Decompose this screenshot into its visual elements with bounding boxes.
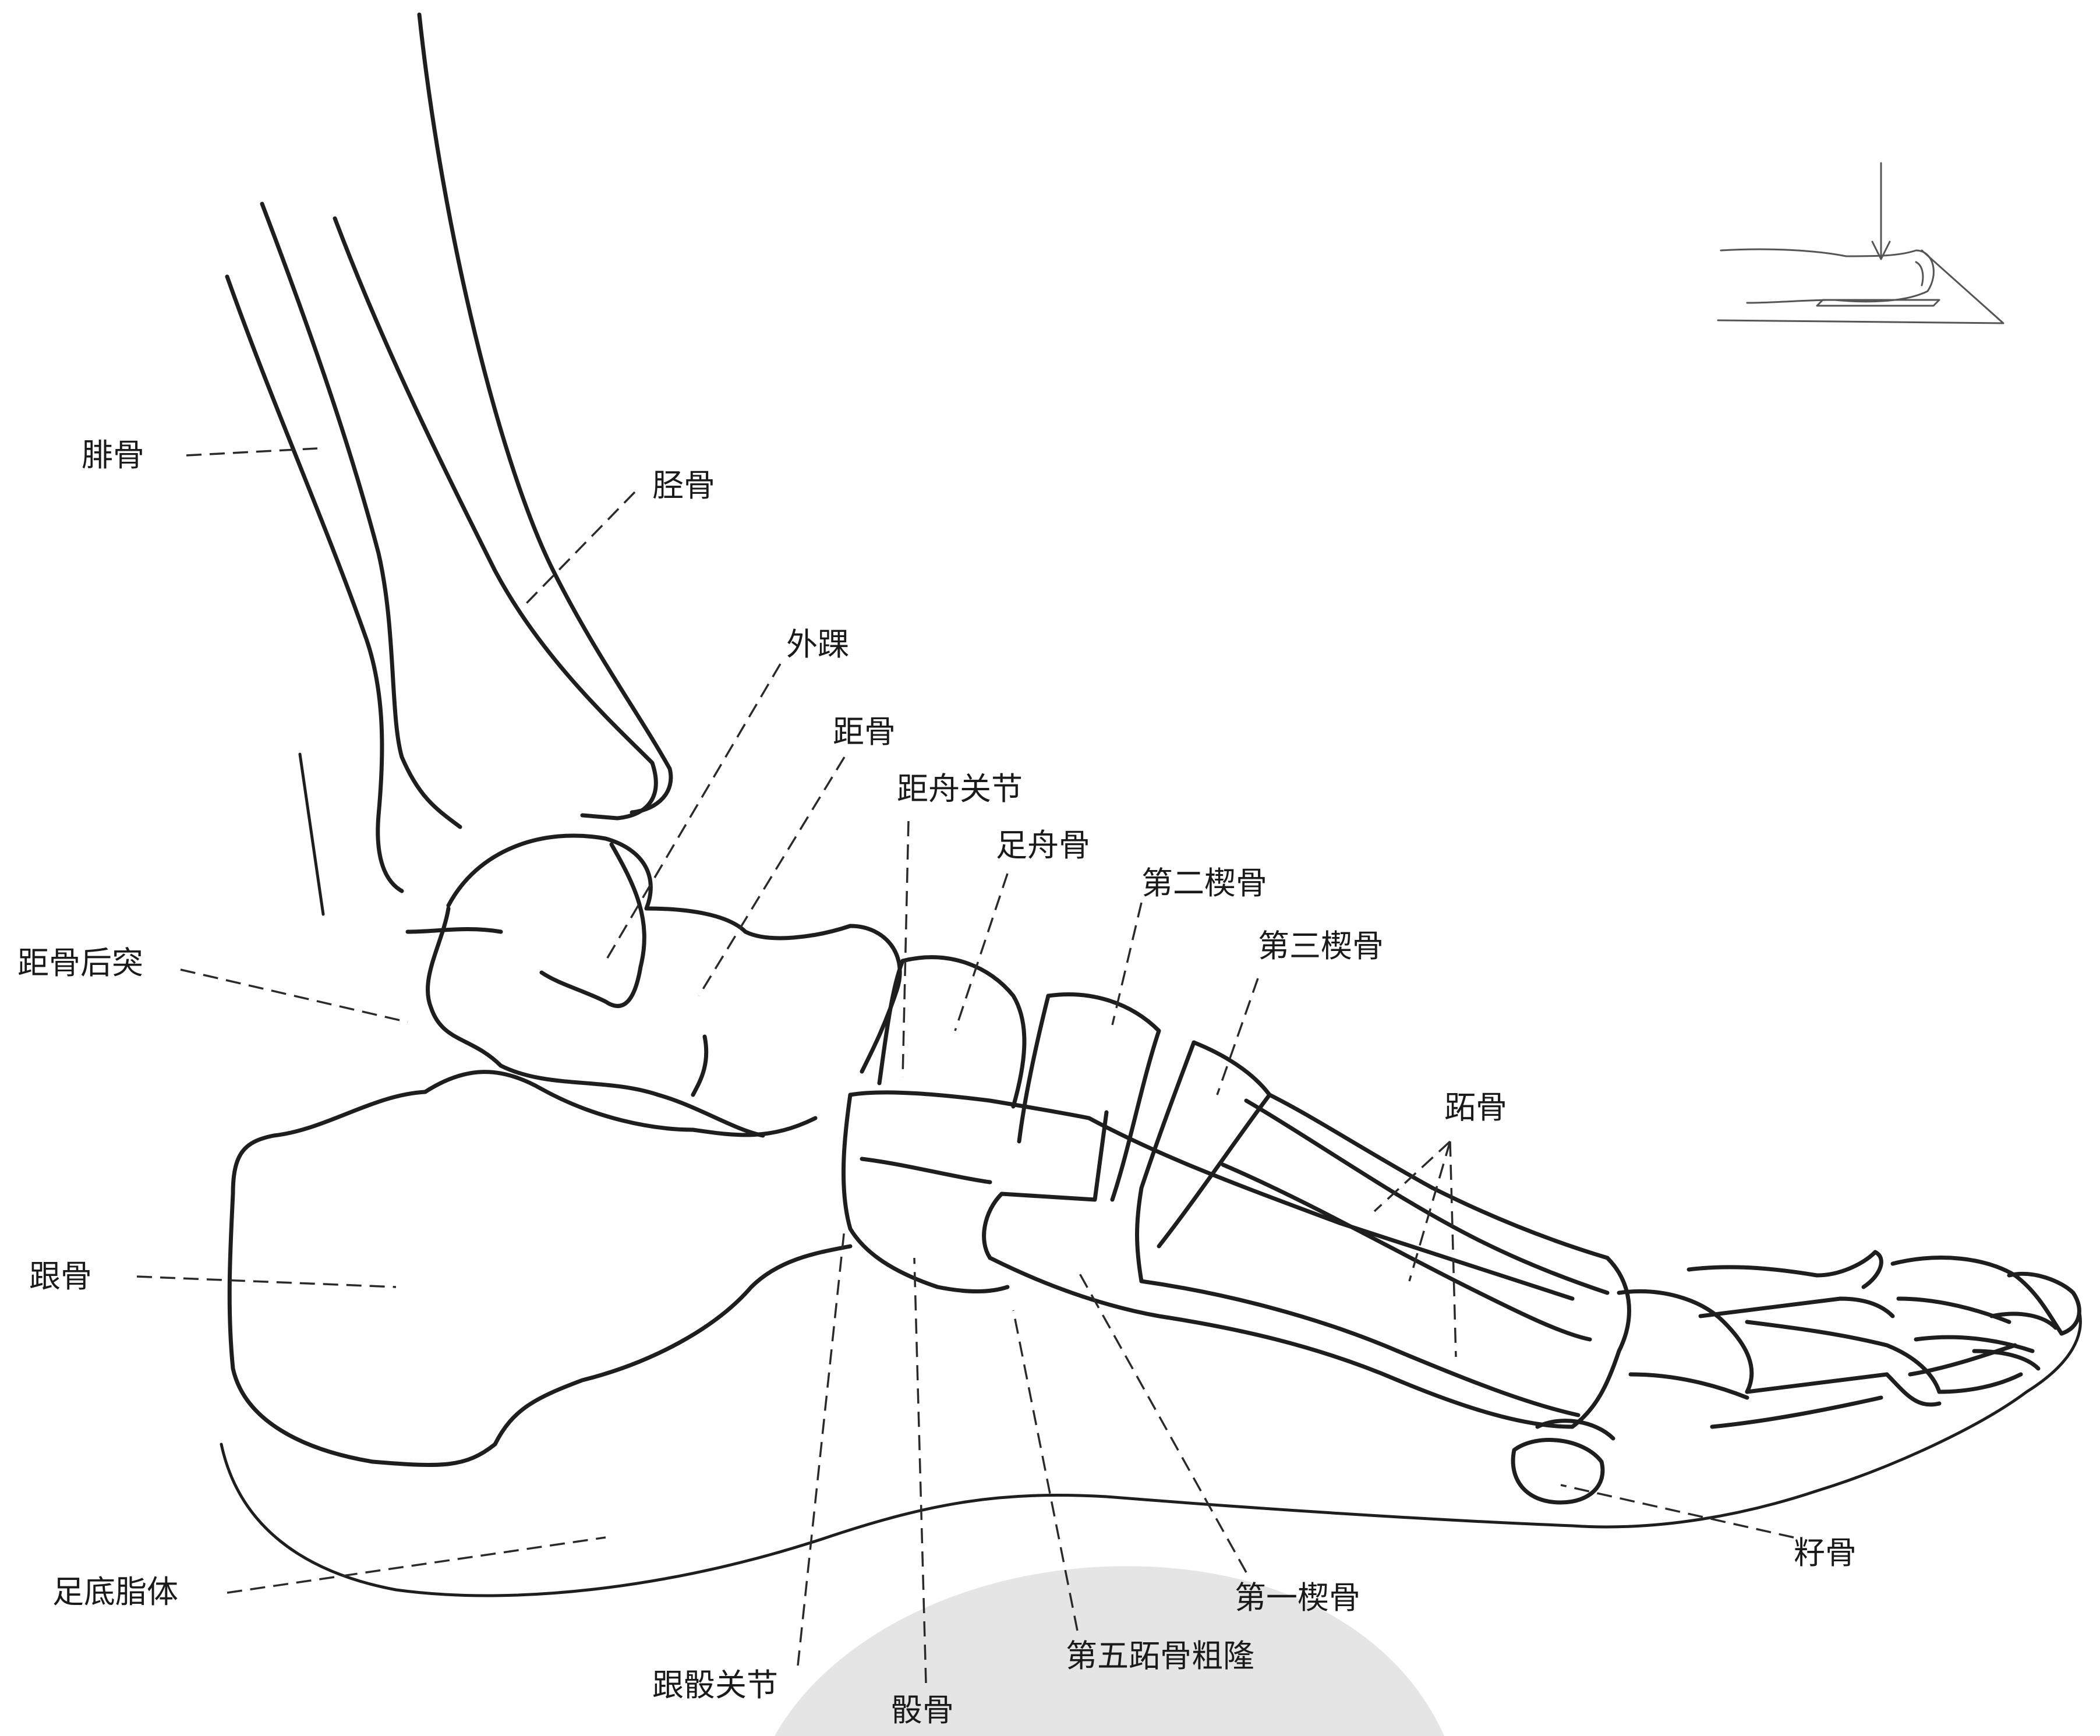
label-sesamoid: 籽骨	[1794, 1535, 1857, 1571]
label-lateral-malleolus: 外踝	[786, 626, 849, 663]
label-metatarsals: 跖骨	[1444, 1089, 1507, 1126]
label-posterior-talar-process: 距骨后突	[17, 945, 143, 981]
label-cuboid: 骰骨	[891, 1692, 954, 1728]
label-fifth-metatarsal-tuberosity: 第五跖骨粗隆	[1066, 1638, 1254, 1674]
label-plantar-fat-pad: 足底脂体	[52, 1574, 178, 1610]
labels: 腓骨 胫骨 外踝 距骨 距舟关节 足舟骨 第二楔骨 第三楔骨 距骨后突 跖骨 跟…	[17, 437, 1857, 1728]
fibula-shape	[227, 204, 460, 891]
heel-skin-line	[300, 754, 323, 914]
label-fibula: 腓骨	[82, 437, 144, 473]
phalanx-shapes	[1619, 1252, 2079, 1427]
label-navicular: 足舟骨	[996, 827, 1090, 864]
label-calcaneus: 跟骨	[29, 1258, 92, 1295]
label-cuneiform-1: 第一楔骨	[1235, 1579, 1360, 1616]
leader-lines	[137, 448, 1794, 1683]
talus-shape	[408, 836, 900, 1136]
cuboid-shape	[843, 1092, 1089, 1292]
tibia-shape	[335, 15, 671, 818]
metatarsal-shapes	[990, 1095, 1629, 1427]
calcaneus-shape	[229, 1072, 850, 1465]
sesamoid-shapes	[1513, 1421, 1613, 1502]
label-cuneiform-2: 第二楔骨	[1141, 865, 1267, 901]
label-talonavicular-joint: 距舟关节	[897, 770, 1023, 807]
label-talus: 距骨	[833, 713, 896, 750]
foot-positioning-icon	[1718, 163, 2003, 323]
label-tibia: 胫骨	[652, 467, 715, 504]
label-calcaneocuboid-joint: 跟骰关节	[652, 1667, 778, 1703]
label-cuneiform-3: 第三楔骨	[1258, 928, 1384, 964]
